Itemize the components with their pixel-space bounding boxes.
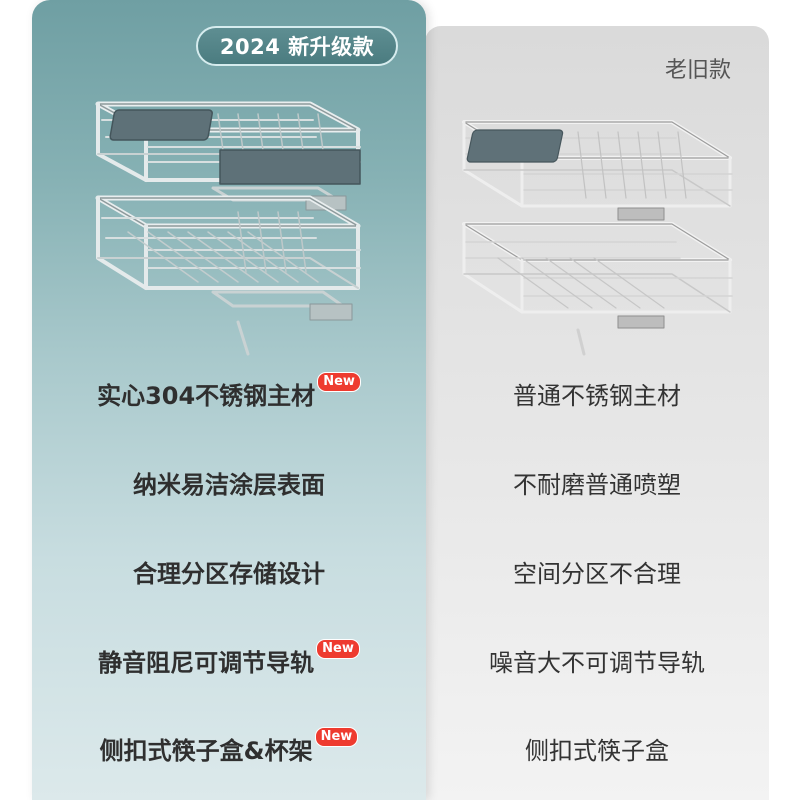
old-feature-4: 噪音大不可调节导轨 xyxy=(489,649,705,677)
new-feature-5: 侧扣式筷子盒&杯架New xyxy=(32,727,426,769)
new-tag-badge: New xyxy=(317,372,361,392)
new-feature-2-label: 纳米易洁涂层表面 xyxy=(133,471,325,499)
old-feature-1: 普通不锈钢主材 xyxy=(513,382,681,410)
new-feature-3-label: 合理分区存储设计 xyxy=(133,560,325,588)
old-feature-3: 空间分区不合理 xyxy=(513,560,681,588)
new-basket-image xyxy=(95,101,361,356)
old-model-label: 老旧款 xyxy=(664,58,731,83)
new-feature-5-label: 侧扣式筷子盒&杯架 xyxy=(99,737,313,765)
new-feature-1-label: 实心304不锈钢主材 xyxy=(97,382,316,410)
new-model-badge: 2024 新升级款 xyxy=(196,26,398,66)
new-tag-badge: New xyxy=(316,639,360,659)
new-tag-badge: New xyxy=(314,727,359,747)
old-basket-image xyxy=(462,120,733,356)
new-feature-2: 纳米易洁涂层表面 xyxy=(32,467,426,503)
old-feature-2: 不耐磨普通喷塑 xyxy=(513,471,681,499)
old-feature-5: 侧扣式筷子盒 xyxy=(525,737,669,765)
new-feature-1: 实心304不锈钢主材New xyxy=(32,372,426,414)
new-feature-4-label: 静音阻尼可调节导轨 xyxy=(98,649,315,677)
new-feature-3: 合理分区存储设计 xyxy=(32,556,426,592)
new-feature-4: 静音阻尼可调节导轨New xyxy=(32,639,426,681)
